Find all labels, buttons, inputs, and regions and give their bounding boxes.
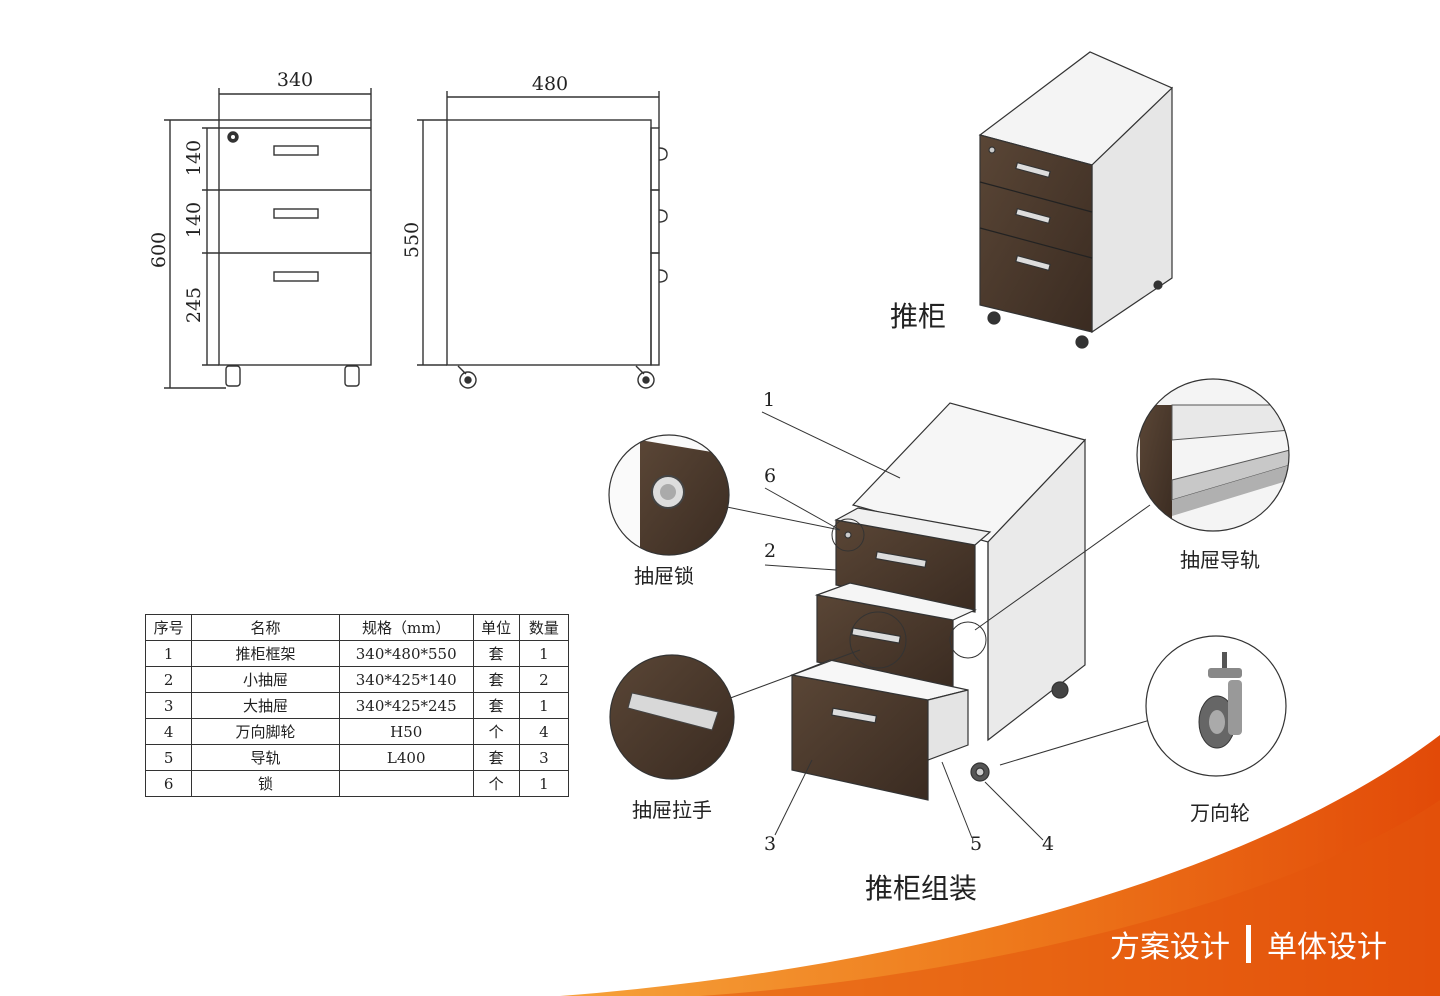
cell-unit: 个 <box>472 770 520 797</box>
cell-spec <box>338 770 474 797</box>
dim-drawer1-height: 140 <box>183 140 205 176</box>
callout-2: 2 <box>764 540 776 562</box>
cell-index: 6 <box>144 770 193 797</box>
footer-left-text: 方案设计 <box>1110 930 1230 965</box>
table-row: 4 万向脚轮 H50 个 4 <box>144 718 570 745</box>
cell-name: 小抽屉 <box>191 666 340 693</box>
header-unit: 单位 <box>472 614 520 641</box>
cell-spec: 340*425*140 <box>338 666 474 693</box>
header-name: 名称 <box>191 614 340 641</box>
dim-side-depth: 480 <box>532 73 568 95</box>
cell-index: 4 <box>144 718 193 745</box>
cell-name: 万向脚轮 <box>191 718 340 745</box>
footer-separator <box>1246 925 1251 963</box>
cell-name: 推柜框架 <box>191 640 340 667</box>
leader-lines <box>721 411 1151 841</box>
header-qty: 数量 <box>518 614 570 641</box>
cell-spec: H50 <box>338 718 474 745</box>
footer-banner <box>560 735 1440 996</box>
cell-unit: 套 <box>472 640 520 667</box>
header-index: 序号 <box>144 614 193 641</box>
footer-brand: 方案设计 单体设计 <box>1110 922 1387 966</box>
cell-name: 大抽屉 <box>191 692 340 719</box>
cabinet-label: 推柜 <box>890 300 946 333</box>
dim-total-height: 600 <box>148 232 170 268</box>
dim-body-height: 550 <box>401 222 423 258</box>
assembly-exploded-view <box>789 402 1087 801</box>
assembly-label: 推柜组装 <box>865 872 977 905</box>
callout-5: 5 <box>970 833 982 855</box>
rail-detail <box>1136 378 1290 532</box>
lock-label: 抽屉锁 <box>634 564 694 588</box>
callout-4: 4 <box>1042 833 1054 855</box>
cell-unit: 套 <box>472 692 520 719</box>
dim-front-width: 340 <box>277 69 313 91</box>
table-row: 3 大抽屉 340*425*245 套 1 <box>144 692 570 719</box>
cell-name: 导轨 <box>191 744 340 771</box>
table-row: 6 锁 个 1 <box>144 770 570 797</box>
table-row: 2 小抽屉 340*425*140 套 2 <box>144 666 570 693</box>
cell-index: 2 <box>144 666 193 693</box>
cell-qty: 1 <box>518 692 570 719</box>
caster-label: 万向轮 <box>1190 801 1250 825</box>
callout-6: 6 <box>764 465 776 487</box>
dim-drawer2-height: 140 <box>183 202 205 238</box>
cell-unit: 套 <box>472 744 520 771</box>
table-row: 1 推柜框架 340*480*550 套 1 <box>144 640 570 667</box>
rail-label: 抽屉导轨 <box>1180 548 1260 572</box>
cell-spec: 340*480*550 <box>338 640 474 667</box>
callout-1: 1 <box>763 389 775 411</box>
parts-table: 序号 名称 规格（mm） 单位 数量 1 推柜框架 340*480*550 套 … <box>144 614 570 797</box>
handle-label: 抽屉拉手 <box>632 798 712 822</box>
cell-index: 1 <box>144 640 193 667</box>
cell-qty: 1 <box>518 640 570 667</box>
footer-right-text: 单体设计 <box>1267 930 1387 965</box>
callout-3: 3 <box>764 833 776 855</box>
front-elevation <box>164 88 372 389</box>
cell-spec: 340*425*245 <box>338 692 474 719</box>
cabinet-iso-view <box>978 51 1174 349</box>
table-header-row: 序号 名称 规格（mm） 单位 数量 <box>144 614 570 641</box>
dim-drawer3-height: 245 <box>183 287 205 323</box>
cell-qty: 4 <box>518 718 570 745</box>
cell-qty: 3 <box>518 744 570 771</box>
cell-unit: 个 <box>472 718 520 745</box>
cell-name: 锁 <box>191 770 340 797</box>
header-spec: 规格（mm） <box>338 614 474 641</box>
handle-detail <box>609 654 735 780</box>
lock-detail <box>608 434 730 556</box>
cell-qty: 1 <box>518 770 570 797</box>
cell-spec: L400 <box>338 744 474 771</box>
cell-qty: 2 <box>518 666 570 693</box>
side-elevation <box>417 91 668 389</box>
cell-index: 3 <box>144 692 193 719</box>
cell-unit: 套 <box>472 666 520 693</box>
cell-index: 5 <box>144 744 193 771</box>
caster-detail <box>1145 635 1287 777</box>
table-row: 5 导轨 L400 套 3 <box>144 744 570 771</box>
